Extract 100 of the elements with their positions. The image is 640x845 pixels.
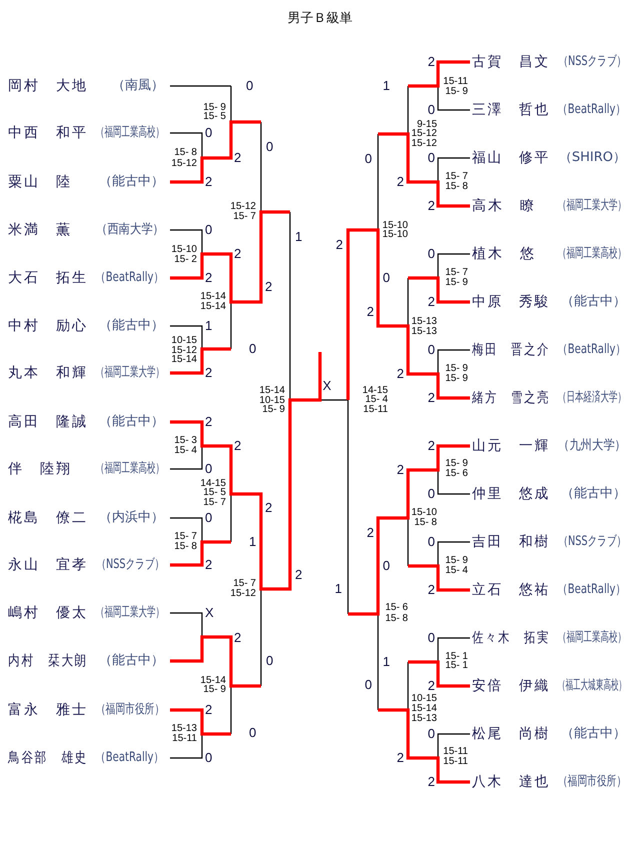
- match-score: 0: [428, 727, 435, 741]
- team-name: （能古中）: [99, 174, 164, 190]
- match-score: 0: [382, 559, 390, 573]
- player-name: 安倍 伊織: [472, 677, 550, 695]
- match-score: 2: [428, 199, 435, 213]
- player-name: 八木 達也: [472, 773, 550, 791]
- player-name: 佐々木 拓実: [472, 629, 550, 647]
- team-name: （BeatRally）: [96, 750, 164, 766]
- match-score: 0: [428, 343, 435, 357]
- game-score: 15-11: [172, 734, 197, 744]
- team-name: （能古中）: [561, 486, 626, 502]
- team-name: （NSSクラブ）: [558, 534, 626, 550]
- game-score: 10-15: [171, 336, 197, 346]
- player-name: 中村 励心: [8, 317, 88, 335]
- game-score: 10-15: [259, 396, 285, 406]
- team-name: （NSSクラブ）: [558, 54, 626, 70]
- game-score: 15- 7: [233, 579, 256, 589]
- match-score: 2: [336, 238, 343, 252]
- match-score: 0: [266, 654, 274, 668]
- match-score: 2: [205, 703, 212, 717]
- match-score: X: [205, 606, 214, 620]
- match-score: X: [322, 379, 332, 393]
- match-score: 0: [364, 152, 372, 166]
- game-score: 15-12: [411, 129, 437, 139]
- match-score: 0: [205, 511, 212, 525]
- game-score: 15- 9: [445, 374, 468, 384]
- match-score: 2: [396, 175, 404, 189]
- game-score: 15- 5: [203, 112, 226, 122]
- player-name: 松尾 尚樹: [472, 725, 550, 743]
- game-score: 15- 7: [445, 268, 468, 278]
- game-score: 15- 6: [385, 603, 408, 613]
- team-name: （福岡市役所）: [96, 702, 164, 718]
- team-name: （能古中）: [99, 653, 164, 669]
- team-name: （福岡工業大学）: [558, 198, 626, 214]
- match-score: 2: [205, 415, 212, 429]
- match-score: 0: [428, 535, 435, 549]
- match-score: 2: [428, 391, 435, 405]
- game-score: 15- 5: [203, 488, 226, 498]
- game-score: 15- 4: [174, 446, 197, 456]
- match-score: 2: [428, 55, 435, 69]
- team-name: （福岡工業高校）: [96, 125, 164, 141]
- team-name: （能古中）: [561, 294, 626, 310]
- player-name: 梅田 晋之介: [472, 341, 550, 359]
- game-score: 15- 4: [445, 566, 468, 576]
- game-score: 9-15: [416, 120, 437, 130]
- team-name: （能古中）: [99, 414, 164, 430]
- game-score: 15- 1: [445, 661, 468, 671]
- game-score: 15- 7: [445, 172, 468, 182]
- match-score: 1: [382, 79, 390, 93]
- game-score: 15-11: [443, 757, 468, 767]
- team-name: （NSSクラブ）: [96, 557, 164, 573]
- player-name: 丸本 和輝: [8, 364, 88, 382]
- player-name: 福山 修平: [472, 149, 550, 167]
- team-name: （日本経済大学）: [558, 390, 626, 406]
- team-name: （能古中）: [99, 318, 164, 334]
- match-score: 1: [295, 230, 302, 244]
- game-score: 15-11: [443, 747, 468, 757]
- game-score: 15-12: [230, 202, 256, 212]
- match-score: 0: [249, 342, 256, 356]
- match-score: 0: [246, 79, 254, 93]
- match-score: 2: [396, 367, 404, 381]
- player-name: 米満 薫: [8, 221, 72, 239]
- player-name: 内村 栞大朗: [8, 652, 88, 670]
- game-score: 15- 8: [445, 182, 468, 192]
- match-score: 0: [428, 247, 435, 261]
- match-score: 2: [205, 271, 212, 285]
- game-score: 15- 4: [365, 395, 388, 405]
- match-score: 2: [234, 631, 242, 645]
- match-score: 0: [428, 631, 435, 645]
- player-name: 椛島 僚二: [8, 509, 88, 527]
- team-name: （内浜中）: [99, 510, 164, 526]
- team-name: （SHIRO）: [558, 150, 626, 166]
- game-score: 14-15: [200, 479, 226, 489]
- match-score: 2: [428, 679, 435, 693]
- match-score: 0: [205, 751, 212, 765]
- match-score: 1: [334, 582, 342, 596]
- game-score: 15- 9: [262, 405, 285, 415]
- game-score: 15- 8: [174, 148, 197, 158]
- player-name: 植木 悠: [472, 245, 536, 263]
- match-score: 2: [428, 583, 435, 597]
- player-name: 伴 陸翔: [8, 460, 72, 478]
- match-score: 2: [428, 775, 435, 789]
- game-score: 15-12: [171, 159, 197, 169]
- match-score: 2: [234, 439, 242, 453]
- match-score: 2: [428, 439, 435, 453]
- team-name: （BeatRally）: [558, 102, 626, 118]
- game-score: 15- 9: [445, 278, 468, 288]
- game-score: 15-14: [259, 386, 285, 396]
- game-score: 15- 9: [445, 459, 468, 469]
- team-name: （福岡市役所）: [558, 774, 626, 790]
- match-score: 0: [205, 223, 212, 237]
- team-name: （BeatRally）: [558, 342, 626, 358]
- match-score: 0: [364, 678, 372, 692]
- team-name: （福岡工業高校）: [558, 630, 626, 646]
- match-score: 0: [428, 103, 435, 117]
- match-score: 0: [249, 726, 256, 740]
- team-name: （福岡工業高校）: [96, 461, 164, 477]
- player-name: 中西 和平: [8, 124, 88, 142]
- team-name: （BeatRally）: [96, 270, 164, 286]
- game-score: 15- 6: [445, 469, 468, 479]
